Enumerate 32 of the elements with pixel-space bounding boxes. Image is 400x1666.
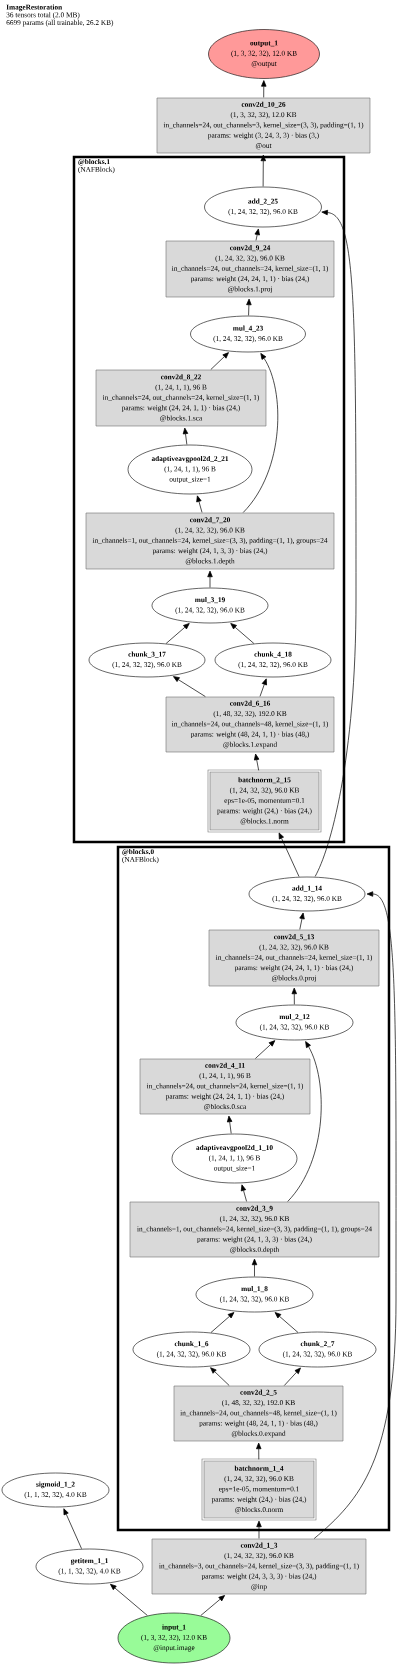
arrow [256, 1520, 262, 1539]
arrow [254, 228, 260, 241]
arrow [246, 298, 252, 316]
arrow [256, 1442, 262, 1460]
arrow [287, 1041, 322, 1202]
arrow [173, 676, 206, 697]
arrow [255, 1040, 276, 1059]
arrow [207, 570, 213, 588]
arrow [261, 80, 267, 98]
arrow [165, 623, 190, 644]
arrow [283, 1367, 301, 1386]
arrow [260, 154, 266, 187]
arrow [182, 427, 189, 445]
arrow [196, 495, 203, 513]
arrow [230, 623, 255, 644]
arrow [227, 1115, 233, 1134]
arrow [291, 987, 297, 1005]
arrow [110, 1583, 148, 1616]
arrow [274, 1312, 299, 1333]
arrow [259, 678, 267, 697]
arrow [251, 1258, 258, 1277]
arrow [210, 1312, 235, 1333]
arrow [63, 1508, 82, 1549]
arrow [254, 753, 260, 771]
arrow [200, 1595, 225, 1616]
arrow [314, 209, 357, 877]
arrow [240, 1184, 247, 1202]
arrow [278, 832, 300, 877]
arrow [210, 1367, 230, 1386]
arrow [210, 352, 229, 370]
arrow [242, 353, 279, 513]
arrow [299, 912, 305, 930]
